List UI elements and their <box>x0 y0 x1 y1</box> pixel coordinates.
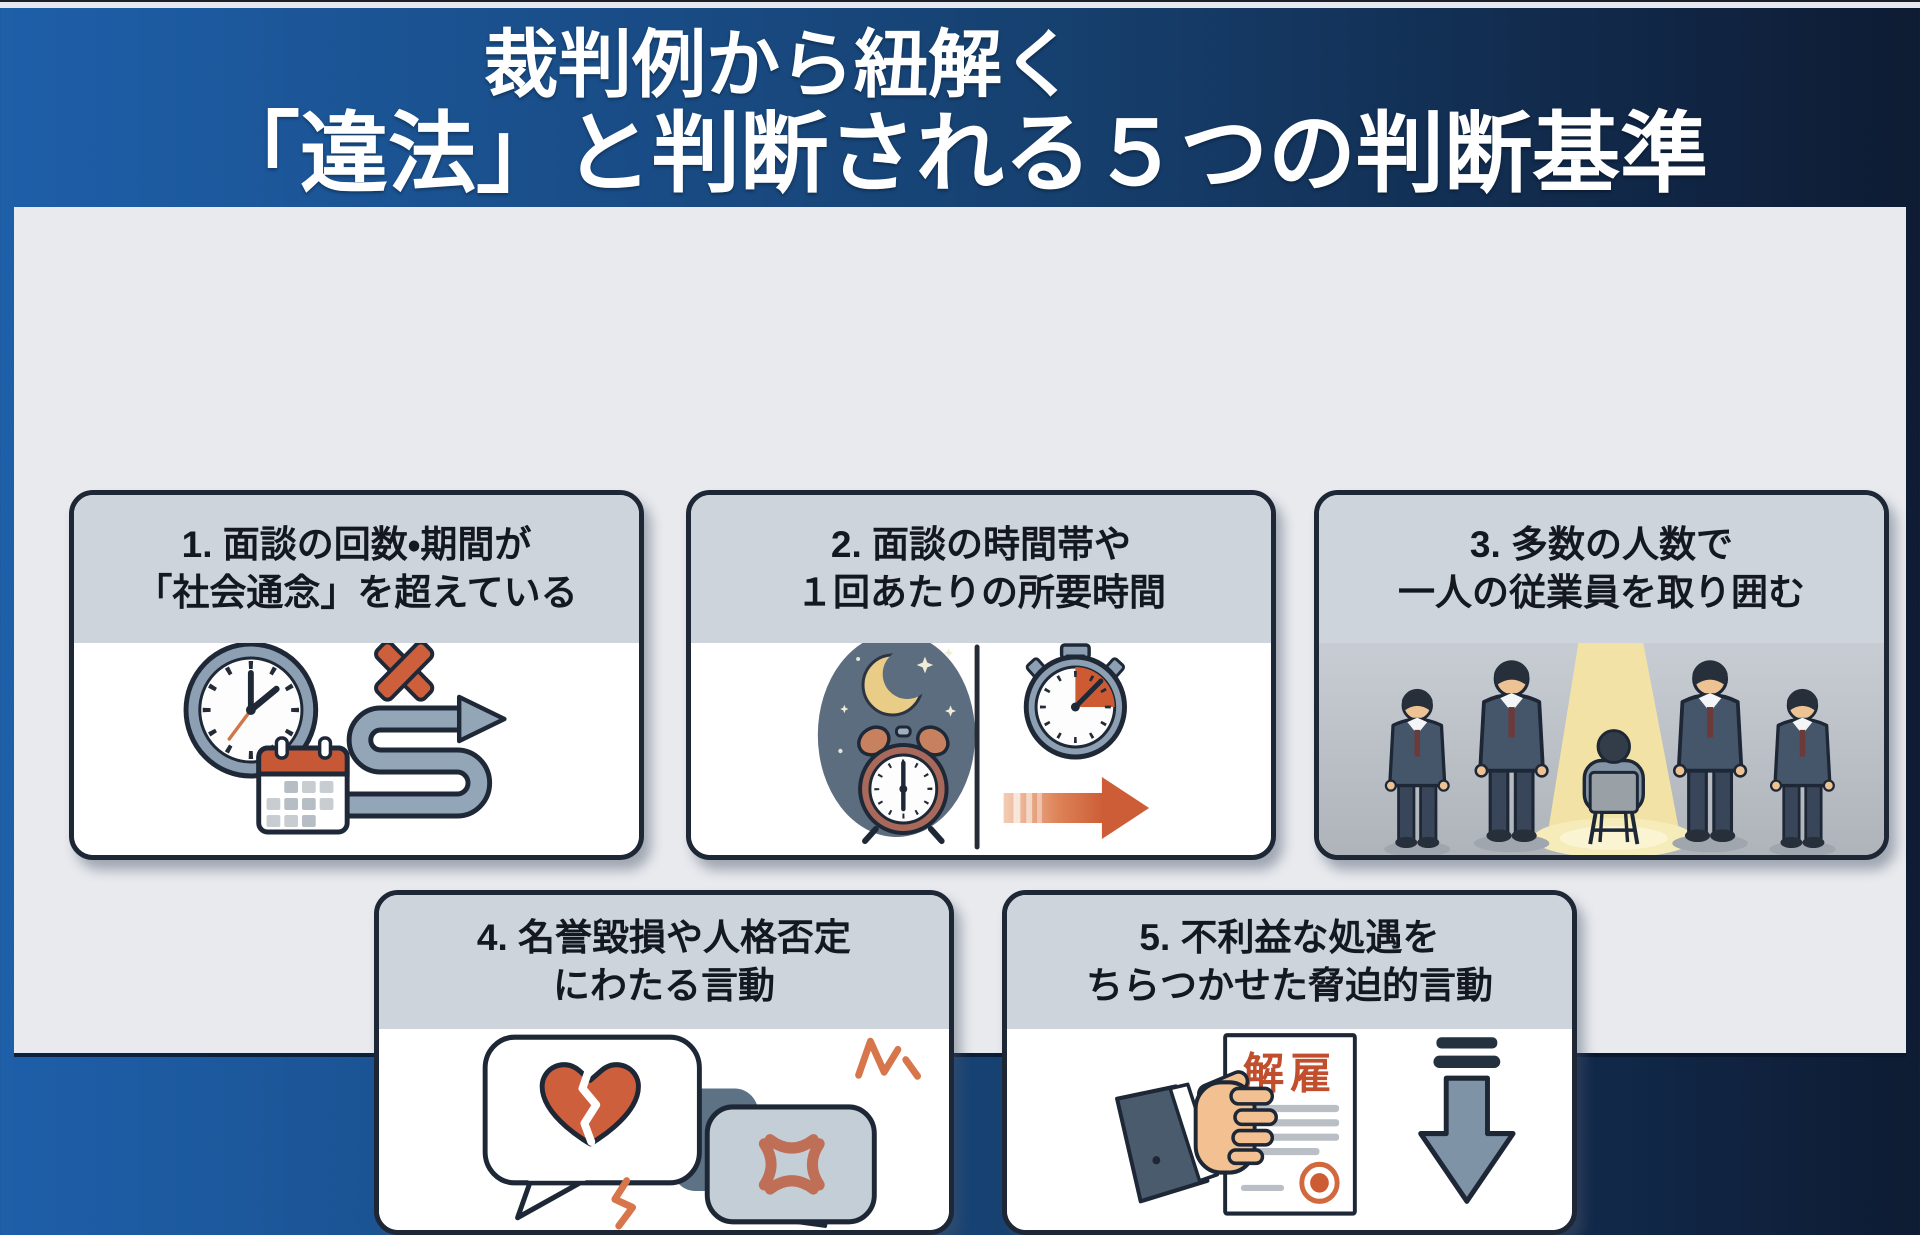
hero-header: 裁判例から紐解く 「違法」と判断される５つの判断基準 <box>0 8 1920 207</box>
dismissal-notice-hand-down-arrow-icon: 解雇 <box>1115 1033 1516 1216</box>
card2-title-line2: １回あたりの所要時間 <box>796 572 1166 613</box>
page-title-line2: 「違法」と判断される５つの判断基準 <box>211 103 1708 203</box>
card3-title-line2: 一人の従業員を取り囲む <box>1398 572 1805 613</box>
card4-title-line2: にわたる言動 <box>553 965 775 1006</box>
card3-title-band: 3. 多数の人数で 一人の従業員を取り囲む <box>1319 495 1884 643</box>
card4-title-band: 4. 名誉毀損や人格否定 にわたる言動 <box>379 895 949 1029</box>
card1-title-band: 1. 面談の回数・期間が 「社会通念」を超えている <box>74 495 639 643</box>
seated-employee <box>1582 729 1645 845</box>
speech-bubbles-broken-heart-anger-icon <box>482 1034 921 1230</box>
card5-title-line1: 5. 不利益な処遇を <box>1139 916 1440 958</box>
card1-illustration <box>74 643 639 855</box>
content-panel: 1. 面談の回数・期間が 「社会通念」を超えている <box>14 207 1906 1235</box>
clock-calendar-detour-arrow-icon <box>183 643 507 835</box>
card2-title-band: 2. 面談の時間帯や １回あたりの所要時間 <box>691 495 1271 643</box>
card3-title-line1: 3. 多数の人数で <box>1469 523 1734 565</box>
card-defamation: 4. 名誉毀損や人格否定 にわたる言動 <box>374 890 954 1235</box>
card1-title-line1: 1. 面談の回数・期間が <box>181 523 532 565</box>
card4-illustration <box>379 1029 949 1230</box>
crowd-surround-spotlight-icon <box>1319 643 1884 855</box>
card5-title-band: 5. 不利益な処遇を ちらつかせた脅迫的言動 <box>1007 895 1572 1029</box>
card4-title-line1: 4. 名誉毀損や人格否定 <box>476 916 852 958</box>
card1-title-line2: 「社会通念」を超えている <box>135 572 578 613</box>
card2-illustration <box>691 643 1271 855</box>
card-threatening-dismissal: 5. 不利益な処遇を ちらつかせた脅迫的言動 解雇 <box>1002 890 1577 1235</box>
calendar-grid <box>266 781 334 827</box>
card5-title-line2: ちらつかせた脅迫的言動 <box>1086 965 1493 1006</box>
top-edge-strip <box>0 0 1920 8</box>
page-title-line1: 裁判例から紐解く <box>484 23 1076 106</box>
card3-illustration <box>1319 643 1884 855</box>
card2-title-line1: 2. 面談の時間帯や <box>830 523 1132 565</box>
card-surrounded-employee: 3. 多数の人数で 一人の従業員を取り囲む <box>1314 490 1889 860</box>
card5-illustration: 解雇 <box>1007 1029 1572 1230</box>
night-alarm-stopwatch-arrow-icon <box>817 643 1150 850</box>
card-interview-frequency: 1. 面談の回数・期間が 「社会通念」を超えている <box>69 490 644 860</box>
card-interview-hours: 2. 面談の時間帯や １回あたりの所要時間 <box>686 490 1276 860</box>
